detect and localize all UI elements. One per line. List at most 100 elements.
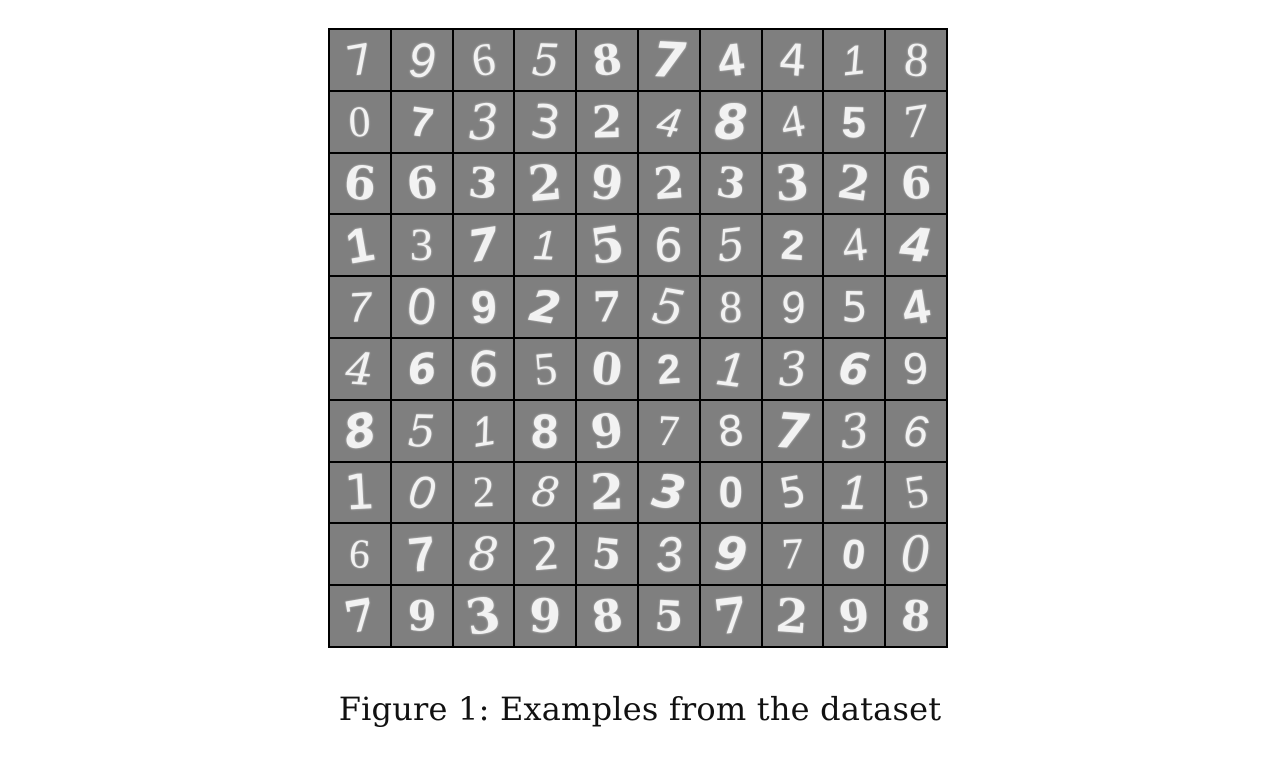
- digit-cell: 4: [638, 91, 699, 152]
- digit-cell: 7: [638, 30, 699, 90]
- digit-cell: 5: [700, 215, 761, 276]
- digit-cell: 7: [330, 586, 390, 646]
- digit-glyph: 2: [526, 279, 565, 335]
- digit-cell: 8: [886, 586, 946, 646]
- digit-cell: 0: [391, 277, 452, 337]
- digit-cell: 4: [886, 215, 946, 276]
- digit-glyph: 5: [713, 218, 748, 273]
- digit-cell: 9: [515, 586, 576, 646]
- digit-glyph: 6: [468, 32, 499, 87]
- digit-glyph: 6: [347, 530, 372, 578]
- digit-glyph: 3: [648, 463, 690, 522]
- digit-cell: 0: [330, 91, 390, 152]
- digit-glyph: 4: [839, 216, 870, 273]
- digit-glyph: 6: [899, 157, 933, 210]
- digit-glyph: 3: [774, 154, 811, 213]
- digit-cell: 7: [391, 91, 452, 152]
- digit-glyph: 5: [653, 591, 685, 642]
- digit-glyph: 2: [471, 467, 496, 517]
- digit-glyph: 1: [714, 340, 748, 398]
- digit-glyph: 7: [710, 586, 751, 646]
- digit-glyph: 7: [773, 401, 812, 461]
- digit-cell: 2: [515, 524, 576, 585]
- digit-cell: 3: [638, 524, 699, 585]
- digit-cell: 4: [824, 215, 885, 276]
- digit-cell: 3: [453, 586, 514, 646]
- digit-glyph: 5: [407, 404, 437, 457]
- digit-cell: 0: [886, 524, 946, 585]
- digit-cell: 9: [577, 400, 637, 461]
- digit-glyph: 6: [901, 405, 931, 457]
- digit-glyph: 8: [713, 93, 748, 151]
- digit-cell: 7: [886, 91, 946, 152]
- digit-glyph: 9: [406, 591, 437, 641]
- digit-cell: 8: [577, 30, 637, 90]
- digit-glyph: 9: [407, 32, 436, 88]
- digit-glyph: 4: [344, 342, 376, 396]
- digit-glyph: 3: [653, 526, 685, 583]
- digit-cell: 5: [391, 400, 452, 461]
- digit-cell: 9: [577, 153, 637, 214]
- digit-cell: 3: [700, 153, 761, 214]
- digit-glyph: 7: [899, 95, 933, 148]
- digit-cell: 1: [824, 462, 885, 523]
- digit-cell: 8: [330, 400, 390, 461]
- digit-glyph: 4: [897, 216, 935, 274]
- digit-glyph: 5: [900, 465, 932, 519]
- digit-glyph: 5: [531, 341, 559, 395]
- digit-cell: 8: [886, 30, 946, 90]
- digit-cell: 6: [453, 30, 514, 90]
- digit-glyph: 0: [839, 529, 869, 580]
- digit-glyph: 1: [840, 464, 869, 521]
- digit-glyph: 2: [774, 588, 811, 645]
- digit-cell: 5: [577, 524, 637, 585]
- digit-cell: 4: [700, 30, 761, 90]
- digit-glyph: 2: [834, 154, 874, 213]
- digit-cell: 9: [700, 524, 761, 585]
- digit-cell: 5: [638, 277, 699, 337]
- digit-glyph: 7: [656, 405, 682, 455]
- digit-cell: 3: [453, 153, 514, 214]
- digit-glyph: 2: [589, 463, 625, 522]
- digit-glyph: 7: [340, 588, 380, 644]
- digit-cell: 8: [577, 586, 637, 646]
- digit-glyph: 9: [528, 588, 563, 644]
- digit-glyph: 6: [342, 155, 378, 212]
- digit-cell: 7: [700, 586, 761, 646]
- digit-cell: 1: [330, 215, 390, 276]
- digit-cell: 3: [391, 215, 452, 276]
- digit-glyph: 0: [347, 96, 373, 146]
- digit-cell: 2: [453, 462, 514, 523]
- digit-glyph: 1: [468, 405, 499, 456]
- digit-glyph: 8: [719, 281, 743, 333]
- digit-cell: 5: [824, 91, 885, 152]
- digit-glyph: 5: [841, 96, 867, 147]
- digit-cell: 9: [824, 586, 885, 646]
- digit-cell: 7: [330, 30, 390, 90]
- digit-cell: 5: [824, 277, 885, 337]
- digit-cell: 6: [391, 153, 452, 214]
- digit-glyph: 0: [899, 525, 933, 584]
- digit-cell: 5: [638, 586, 699, 646]
- digit-glyph: 0: [718, 467, 743, 518]
- digit-glyph: 2: [591, 95, 623, 148]
- digit-glyph: 8: [466, 526, 501, 583]
- digit-glyph: 9: [711, 525, 750, 584]
- digit-cell: 8: [515, 462, 576, 523]
- digit-cell: 2: [515, 153, 576, 214]
- digit-cell: 1: [330, 462, 390, 523]
- digit-glyph: 7: [405, 525, 438, 583]
- digit-cell: 7: [330, 277, 390, 337]
- digit-cell: 6: [453, 338, 514, 399]
- digit-cell: 1: [824, 30, 885, 90]
- digit-cell: 6: [330, 153, 390, 214]
- digit-cell: 6: [886, 153, 946, 214]
- digit-glyph: 5: [586, 215, 628, 276]
- digit-cell: 6: [391, 338, 452, 399]
- digit-cell: 9: [886, 338, 946, 399]
- digit-glyph: 3: [467, 158, 500, 209]
- digit-cell: 4: [330, 338, 390, 399]
- digit-glyph: 3: [836, 402, 872, 460]
- digit-cell: 0: [391, 462, 452, 523]
- digit-cell: 4: [886, 277, 946, 337]
